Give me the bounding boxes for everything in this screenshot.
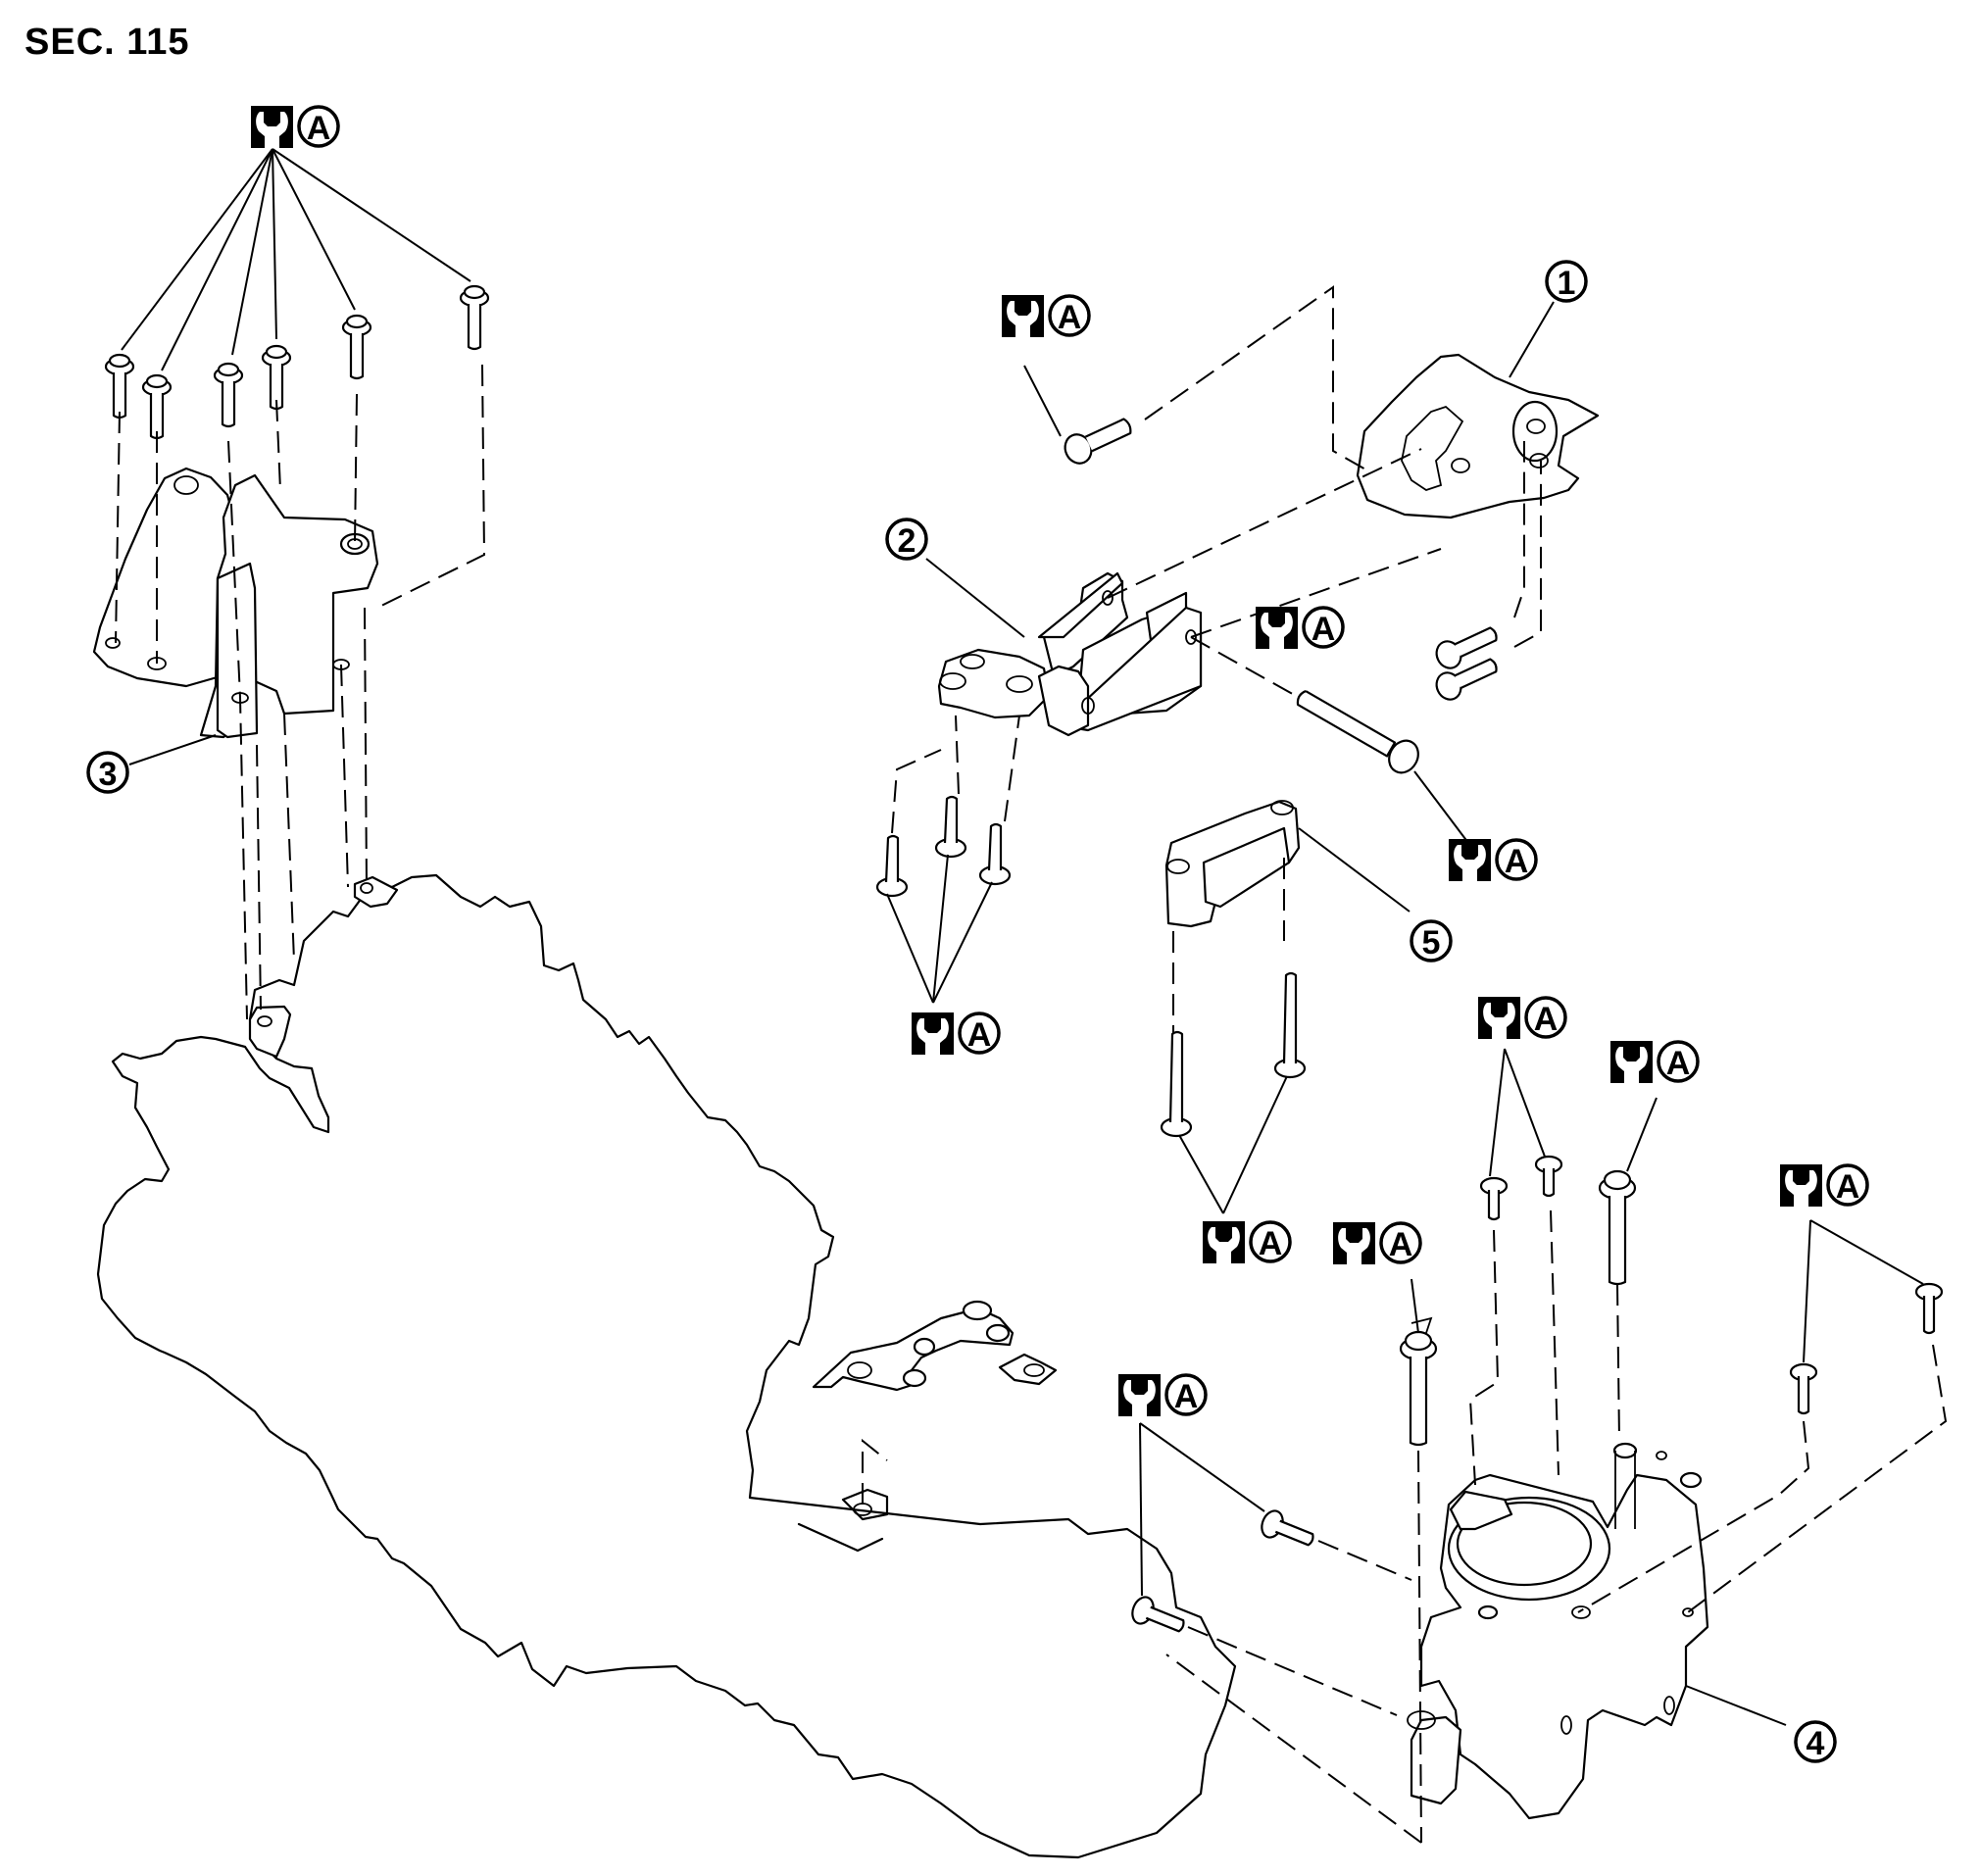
torque-label: A bbox=[1002, 294, 1091, 337]
leaders-top-left bbox=[121, 148, 471, 371]
torque-label: A bbox=[1610, 1040, 1700, 1083]
leader-t4 bbox=[1413, 770, 1469, 844]
bolt-group-part-4 bbox=[1165, 1048, 1948, 1844]
torque-spec-letter: A bbox=[1058, 299, 1082, 336]
torque-label: A bbox=[1478, 996, 1567, 1039]
torque-spec-letter: A bbox=[1174, 1378, 1199, 1415]
torque-wrench-icon bbox=[251, 106, 293, 148]
part-4-lower-mount bbox=[1407, 1316, 1709, 1820]
section-label: SEC. 115 bbox=[25, 22, 190, 63]
callout-part-5: 5 bbox=[1410, 919, 1453, 963]
torque-wrench-icon bbox=[1478, 997, 1520, 1039]
leader-part-5 bbox=[1298, 827, 1411, 913]
torque-label: A bbox=[1780, 1163, 1869, 1207]
torque-label: A bbox=[1118, 1373, 1208, 1416]
engine-boss-tab bbox=[353, 875, 399, 909]
leader-t2 bbox=[1023, 365, 1062, 437]
torque-label: A bbox=[1333, 1221, 1422, 1264]
torque-label: A bbox=[1203, 1220, 1292, 1263]
torque-wrench-icon bbox=[1118, 1374, 1161, 1416]
torque-label: A bbox=[251, 105, 340, 148]
torque-label: A bbox=[1449, 838, 1538, 881]
torque-wrench-icon bbox=[1449, 839, 1491, 881]
torque-wrench-icon bbox=[1203, 1221, 1245, 1263]
torque-wrench-icon bbox=[912, 1012, 954, 1055]
alignment-line-part-2-long-bolt bbox=[1190, 636, 1314, 707]
leader-part-3 bbox=[128, 734, 217, 765]
svg-text:3: 3 bbox=[99, 756, 118, 793]
torque-spec-letter: A bbox=[1389, 1226, 1413, 1263]
torque-wrench-icon bbox=[1002, 295, 1044, 337]
torque-wrench-icon bbox=[1333, 1222, 1375, 1264]
torque-spec-letter: A bbox=[1666, 1045, 1691, 1082]
torque-spec-letter: A bbox=[1259, 1225, 1283, 1262]
leader-part-1 bbox=[1509, 301, 1555, 378]
engine-outline bbox=[96, 873, 1237, 1859]
leader-part-4 bbox=[1685, 1685, 1787, 1726]
bolt-top-part-1 bbox=[1064, 418, 1132, 465]
callout-part-1: 1 bbox=[1545, 260, 1588, 303]
bolt-group-top-left bbox=[104, 284, 490, 440]
alignment-line-part-2-mid bbox=[1190, 548, 1442, 638]
torque-label: A bbox=[912, 1012, 1001, 1055]
svg-text:2: 2 bbox=[898, 522, 916, 560]
torque-spec-letter: A bbox=[1836, 1168, 1860, 1206]
alignment-line-part-2-upper bbox=[1107, 448, 1422, 599]
callout-part-2: 2 bbox=[885, 518, 928, 561]
engine-boss-hole bbox=[257, 1015, 272, 1027]
part-5-bracket bbox=[1164, 800, 1301, 928]
torque-label: A bbox=[1256, 606, 1345, 649]
torque-wrench-icon bbox=[1610, 1041, 1653, 1083]
torque-spec-letter: A bbox=[1534, 1001, 1559, 1038]
part-2-torque-rod bbox=[937, 571, 1203, 737]
bolt-pair-horizontal bbox=[1131, 1422, 1412, 1716]
part-3-left-bracket bbox=[92, 467, 379, 739]
bolt-pair-part-1 bbox=[1435, 441, 1542, 701]
torque-wrench-icon bbox=[1780, 1164, 1822, 1207]
callout-part-4: 4 bbox=[1794, 1720, 1837, 1763]
svg-text:5: 5 bbox=[1422, 924, 1441, 962]
long-bolt-part-2 bbox=[1296, 690, 1419, 774]
torque-spec-letter: A bbox=[967, 1016, 992, 1054]
torque-spec-letter: A bbox=[1505, 843, 1529, 880]
alignment-lines-part-3 bbox=[115, 364, 486, 1020]
bolt-group-part-5 bbox=[1160, 971, 1307, 1214]
bolt-group-part-2 bbox=[875, 715, 1020, 1004]
svg-text:4: 4 bbox=[1807, 1725, 1825, 1762]
leader-part-2 bbox=[925, 558, 1025, 638]
torque-spec-letter: A bbox=[1312, 611, 1336, 648]
engine-side-bracket bbox=[797, 1300, 1058, 1553]
engine-boss-left bbox=[248, 1005, 292, 1059]
callout-part-3: 3 bbox=[86, 751, 129, 794]
torque-wrench-icon bbox=[1256, 607, 1298, 649]
torque-spec-letter: A bbox=[307, 110, 331, 147]
alignment-line-t2 bbox=[1144, 285, 1368, 471]
part-1-engine-mount bbox=[1356, 353, 1600, 519]
svg-text:1: 1 bbox=[1558, 265, 1576, 302]
engine-tab-hole bbox=[360, 882, 373, 894]
